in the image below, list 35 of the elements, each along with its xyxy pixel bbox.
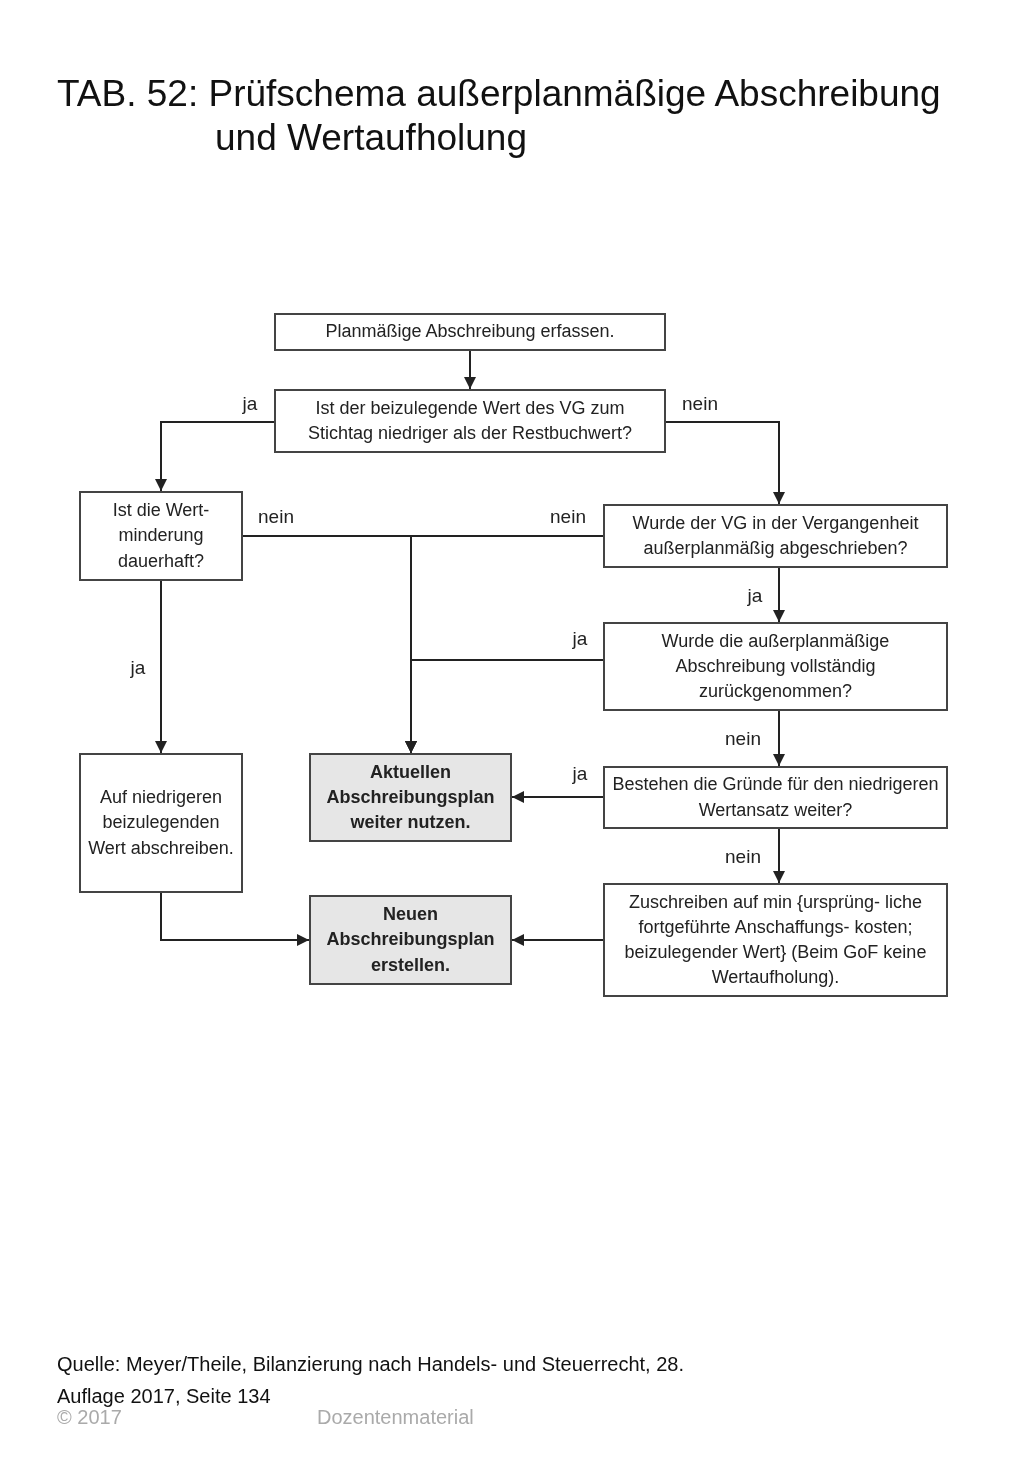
result-box [309, 895, 512, 985]
title: TAB. 52: Prüfschema außerplanmäßige Abschreibung und Wertaufholung [57, 72, 942, 161]
result-box [309, 753, 512, 842]
box-text: Zuschreiben auf min {ursprüng- liche fortgeführte Anschaffungs- kosten; beizulegender Wert} (Beim GoF keine Wertaufholung). [623, 890, 928, 990]
process-box [274, 313, 666, 351]
arrow [773, 710, 785, 767]
arrow [511, 934, 604, 946]
process-box [603, 883, 948, 997]
arrow [155, 421, 275, 492]
arrow [405, 659, 604, 754]
box-text: Planmäßige Abschreibung erfassen. [325, 320, 615, 344]
arrow [155, 580, 167, 754]
process-box [603, 766, 948, 829]
process-box [603, 622, 948, 711]
arrow [773, 828, 785, 884]
arrow [773, 567, 785, 623]
arrow [160, 892, 310, 946]
box-text: Aktuellen Abschreibungsplan weiter nutzen. [325, 760, 496, 835]
box-text: Wurde die außerplanmäßige Abschreibung vollständig zurückgenommen? [660, 629, 891, 704]
footer-note: Dozentenmaterial [317, 1406, 474, 1429]
process-box [603, 504, 948, 568]
source-caption: Quelle: Meyer/Theile, Bilanzierung nach Handels- und Steuerrecht, 28. Auflage 2017, Seite 134 [57, 1352, 685, 1409]
footer-note: © 2017 [57, 1406, 122, 1429]
box-text: Auf niedrigeren beizulegenden Wert abschreiben. [87, 786, 235, 860]
box-text: Bestehen die Gründe für den niedrigeren Wertansatz weiter? [611, 773, 940, 822]
arrow [511, 791, 604, 803]
process-box [79, 491, 243, 581]
box-text: Neuen Abschreibungsplan erstellen. [325, 903, 496, 977]
box-text: Wurde der VG in der Vergangenheit außerplanmäßig abgeschrieben? [631, 511, 920, 560]
box-text: Ist der beizulegende Wert des VG zum Stichtag niedriger als der Restbuchwert? [306, 396, 634, 445]
arrow [464, 350, 476, 390]
process-box [79, 753, 243, 893]
process-box [274, 389, 666, 453]
box-text: Ist die Wert- minderung dauerhaft? [111, 499, 211, 573]
arrow [665, 421, 785, 505]
